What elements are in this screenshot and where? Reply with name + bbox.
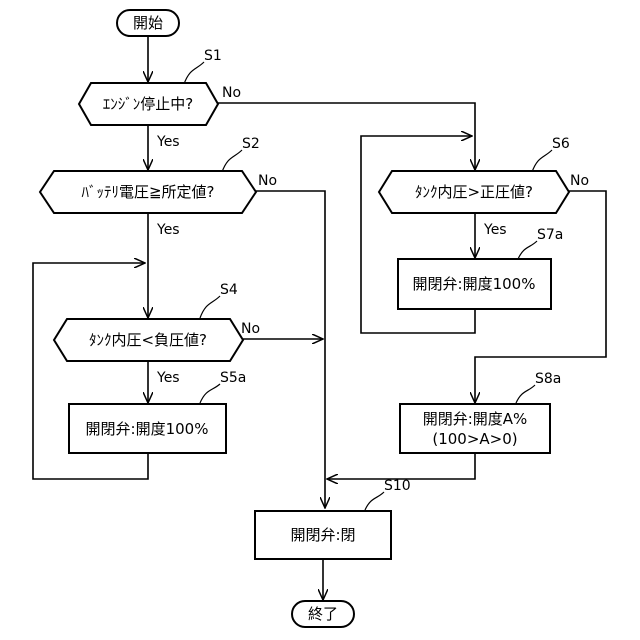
process-s8a-text-line2: (100>A>0) <box>432 430 517 448</box>
leader-s6 <box>532 150 552 172</box>
process-s10-text: 開閉弁:閉 <box>290 526 355 544</box>
step-label-s6: S6 <box>552 136 570 152</box>
end-terminal: 終了 <box>292 601 354 627</box>
decision-s4-text: ﾀﾝｸ内圧<負圧値? <box>89 331 207 349</box>
leader-s1 <box>184 62 204 84</box>
process-s7a: 開閉弁:開度100% <box>398 259 551 309</box>
decision-s2: ﾊﾞｯﾃﾘ電圧≧所定値? <box>40 171 256 213</box>
decision-s1-text: ｴﾝｼﾞﾝ停止中? <box>103 95 193 113</box>
branch-s1-no: No <box>222 85 241 101</box>
process-s5a-text: 開閉弁:開度100% <box>86 420 209 438</box>
step-label-s1: S1 <box>204 48 222 64</box>
step-label-s8a: S8a <box>535 371 561 387</box>
branch-s2-no: No <box>258 173 277 189</box>
leader-s2 <box>222 150 242 172</box>
leader-s5a <box>200 384 220 403</box>
step-label-s2: S2 <box>242 136 260 152</box>
branch-s2-yes: Yes <box>156 222 180 238</box>
leader-s7a <box>518 241 537 259</box>
process-s10: 開閉弁:閉 <box>255 511 391 559</box>
step-label-s5a: S5a <box>220 370 246 386</box>
branch-s4-yes: Yes <box>156 370 180 386</box>
leader-s10 <box>365 492 384 510</box>
decision-s2-text: ﾊﾞｯﾃﾘ電圧≧所定値? <box>81 183 214 201</box>
process-s7a-text: 開閉弁:開度100% <box>413 275 536 293</box>
start-terminal: 開始 <box>117 10 179 36</box>
process-s5a: 開閉弁:開度100% <box>69 404 226 453</box>
connector-s8a-s10 <box>327 453 475 479</box>
end-label: 終了 <box>308 605 338 623</box>
step-label-s10: S10 <box>384 478 411 494</box>
branch-s6-no: No <box>570 173 589 189</box>
decision-s4: ﾀﾝｸ内圧<負圧値? <box>54 319 243 361</box>
branch-s6-yes: Yes <box>483 222 507 238</box>
decision-s6: ﾀﾝｸ内圧>正圧値? <box>379 171 569 213</box>
decision-s1: ｴﾝｼﾞﾝ停止中? <box>79 83 218 125</box>
leader-s4 <box>200 296 220 318</box>
decision-s6-text: ﾀﾝｸ内圧>正圧値? <box>415 183 533 201</box>
process-s8a: 開閉弁:開度A% (100>A>0) <box>400 404 550 453</box>
step-label-s4: S4 <box>220 282 238 298</box>
branch-s4-no: No <box>241 321 260 337</box>
leader-s8a <box>516 385 535 403</box>
step-label-s7a: S7a <box>537 227 563 243</box>
process-s8a-text-line1: 開閉弁:開度A% <box>423 410 528 428</box>
start-label: 開始 <box>133 14 163 32</box>
connector-s2-s10-no <box>256 191 325 508</box>
branch-s1-yes: Yes <box>156 134 180 150</box>
